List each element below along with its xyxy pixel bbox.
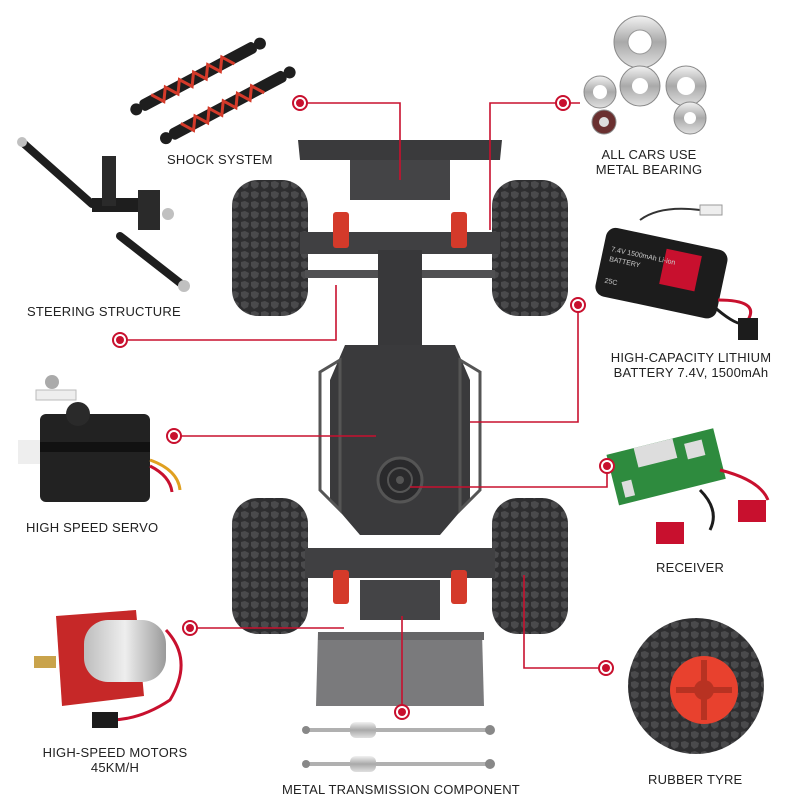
chassis-cover <box>330 345 470 535</box>
rubber-tyre-image <box>628 618 764 754</box>
lithium-battery-image: 7.4V 1500mAh Li-ion BATTERY 25C <box>595 204 758 340</box>
battery-print-tag: 25C <box>604 278 618 288</box>
front-right-tyre <box>492 180 568 316</box>
label-motors-line1: HIGH-SPEED MOTORS <box>42 745 188 760</box>
steering-parts-image <box>17 137 190 292</box>
rear-right-tyre <box>492 498 568 634</box>
marker-motor <box>182 620 198 636</box>
label-steering-structure-text: STEERING STRUCTURE <box>27 304 181 319</box>
label-servo: HIGH SPEED SERVO <box>26 520 158 535</box>
label-servo-text: HIGH SPEED SERVO <box>26 520 159 535</box>
servo-image <box>18 375 182 502</box>
label-shock-system-text: SHOCK SYSTEM <box>167 152 273 167</box>
label-battery-line1: HIGH-CAPACITY LITHIUM <box>610 350 772 365</box>
label-battery: HIGH-CAPACITY LITHIUM BATTERY 7.4V, 1500… <box>596 350 786 380</box>
marker-shock-system <box>292 95 308 111</box>
label-motors-line2: 45KM/H <box>90 760 140 775</box>
marker-metal-bearing <box>555 95 571 111</box>
shock-absorbers-image <box>130 37 296 145</box>
marker-transmission <box>394 704 410 720</box>
marker-battery <box>570 297 586 313</box>
label-tyre: RUBBER TYRE <box>648 772 742 787</box>
label-motors: HIGH-SPEED MOTORS 45KM/H <box>30 745 200 775</box>
label-metal-bearing-line2: METAL BEARING <box>595 162 703 177</box>
label-receiver-text: RECEIVER <box>656 560 725 575</box>
label-metal-bearing: ALL CARS USE METAL BEARING <box>584 147 714 177</box>
label-shock-system: SHOCK SYSTEM <box>167 152 273 167</box>
receiver-board-image <box>606 428 770 544</box>
metal-bearings-image <box>583 15 707 135</box>
rc-truck-chassis <box>232 140 568 706</box>
label-receiver: RECEIVER <box>656 560 724 575</box>
label-transmission: METAL TRANSMISSION COMPONENT <box>282 782 520 797</box>
marker-steering-structure <box>112 332 128 348</box>
motor-image <box>34 610 183 728</box>
label-battery-line2: BATTERY 7.4V, 1500mAh <box>613 365 769 380</box>
rear-wing <box>316 632 484 706</box>
transmission-shafts-image <box>302 722 495 772</box>
label-steering-structure: STEERING STRUCTURE <box>27 304 181 319</box>
rear-left-tyre <box>232 498 308 634</box>
label-tyre-text: RUBBER TYRE <box>648 772 743 787</box>
marker-receiver <box>599 458 615 474</box>
front-left-tyre <box>232 180 308 316</box>
label-metal-bearing-line1: ALL CARS USE <box>601 147 697 162</box>
marker-tyre <box>598 660 614 676</box>
label-transmission-text: METAL TRANSMISSION COMPONENT <box>282 782 520 797</box>
callout-markers <box>112 95 615 720</box>
marker-servo <box>166 428 182 444</box>
